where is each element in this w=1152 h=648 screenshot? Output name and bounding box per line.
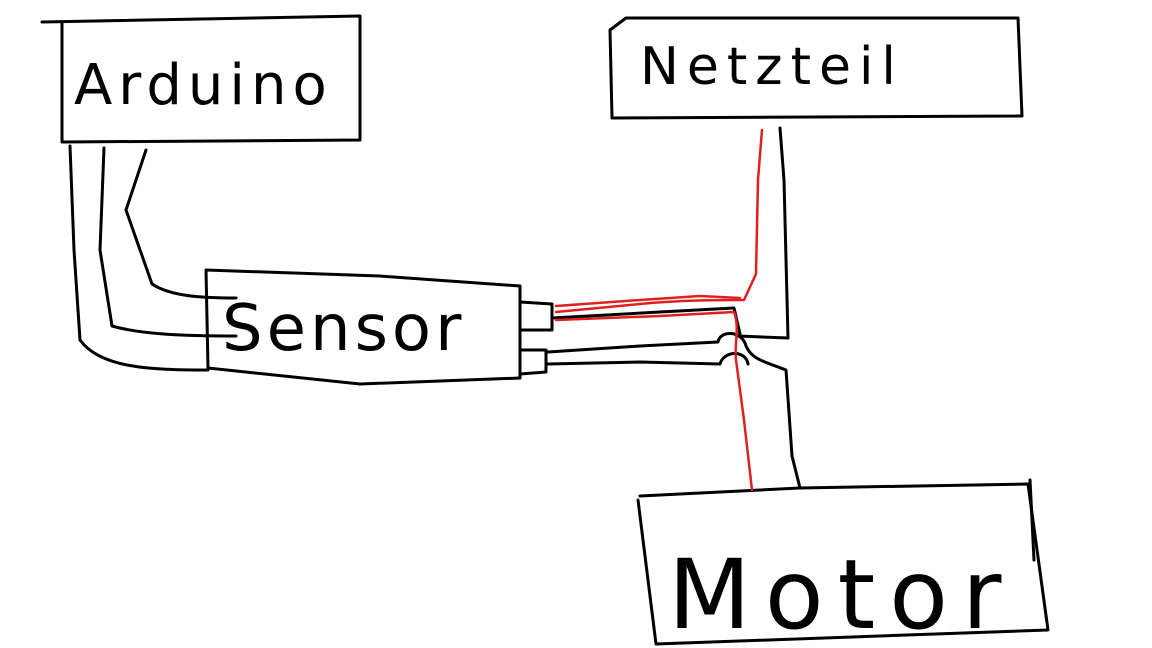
sensor-block: Sensor: [204, 268, 554, 386]
netzteil-box: [608, 16, 1024, 120]
wire-sensor-bottom-to-motor: [546, 332, 802, 490]
wire-sensor-bottom-lower: [546, 352, 750, 366]
cable-arduino-sensor-outer: [68, 144, 210, 372]
netzteil-block: Netzteil: [608, 16, 1024, 120]
sensor-box: [204, 268, 522, 386]
motor-label: Motor: [668, 539, 1015, 648]
red-wire-sensor-upper: [554, 294, 742, 308]
arduino-sensor-cables: [68, 144, 238, 372]
motor-box-inner-edge: [1028, 478, 1036, 562]
arduino-box: [40, 14, 362, 144]
arduino-block: Arduino: [40, 14, 362, 144]
cable-arduino-sensor-middle: [98, 146, 238, 338]
sensor-label: Sensor: [222, 292, 465, 366]
motor-block: Motor: [636, 478, 1050, 648]
power-wires: [554, 128, 764, 492]
cable-arduino-sensor-inner: [124, 148, 238, 300]
motor-box: [636, 482, 1050, 646]
wire-sensor-top-to-junction: [550, 306, 742, 336]
sensor-pin-top: [518, 300, 554, 332]
red-wire-netzteil-to-sensor: [554, 128, 764, 314]
red-wire-sensor-to-motor: [554, 310, 754, 492]
sensor-pin-bottom: [518, 348, 548, 376]
arduino-label: Arduino: [74, 53, 333, 118]
netzteil-label: Netzteil: [640, 37, 904, 97]
wire-netzteil-down: [736, 126, 790, 340]
ground-wire: [546, 126, 802, 490]
